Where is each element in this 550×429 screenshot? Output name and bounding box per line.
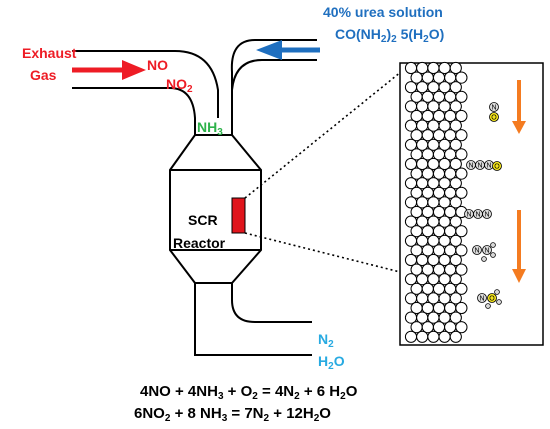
hydrogen-atom — [490, 242, 496, 248]
nitrogen-atom-symbol: N — [466, 212, 471, 219]
catalyst-sphere — [427, 330, 440, 343]
hydrogen-atom — [496, 299, 502, 305]
nitrogen-atom: N — [473, 209, 483, 219]
urea-solution-label: 40% urea solution — [323, 4, 443, 20]
nitrogen-atom-symbol: N — [477, 163, 482, 170]
nitrogen-atom: N — [466, 160, 476, 170]
nitrogen-atom-symbol: N — [486, 163, 491, 170]
nitrogen-atom-symbol: N — [474, 248, 479, 255]
catalyst-sphere-wall — [404, 61, 468, 343]
catalyst-sphere — [449, 215, 462, 228]
nitrogen-atom-symbol: N — [479, 296, 484, 303]
catalyst-sphere — [449, 292, 462, 305]
catalyst-sphere — [449, 177, 462, 190]
exhaust-label-line2: Gas — [30, 67, 57, 83]
catalyst-sphere — [455, 282, 468, 295]
catalyst-sphere — [449, 100, 462, 113]
catalyst-sphere — [449, 157, 462, 171]
catalyst-sphere — [404, 330, 418, 343]
exhaust-label-line1: Exhaust — [22, 45, 77, 61]
exhaust-pipe-lower-wall — [72, 87, 196, 135]
pipe-network — [72, 39, 317, 356]
nitrogen-atom-symbol: N — [484, 248, 489, 255]
nitrogen-atom-symbol: N — [491, 105, 496, 112]
urea-formula-label: CO(NH2)2 5(H2O) — [335, 26, 444, 45]
catalyst-sphere — [455, 90, 468, 103]
nitrogen-atom: N — [489, 102, 499, 112]
reactor-housing — [169, 134, 262, 284]
catalyst-sphere — [449, 138, 462, 151]
nitrogen-atom: N — [464, 209, 474, 219]
nitrogen-atom: N — [484, 160, 494, 170]
urea-pipe-lower-wall — [231, 59, 317, 91]
catalyst-sphere — [455, 225, 468, 238]
catalyst-sphere — [449, 119, 462, 132]
oxygen-atom: O — [489, 112, 499, 122]
urea-inflow-arrow — [256, 40, 320, 60]
catalyst-sphere — [438, 330, 451, 343]
nitrogen-atom: N — [482, 245, 492, 255]
nh3-label: NH3 — [197, 119, 223, 138]
catalyst-sphere — [449, 273, 462, 286]
zoom-callout-lines — [244, 62, 413, 276]
exhaust-inflow-arrow — [72, 60, 146, 80]
oxygen-atom-symbol: O — [494, 164, 500, 171]
catalyst-sphere — [455, 244, 468, 257]
scr-reactor-body — [169, 134, 262, 284]
catalyst-sphere — [455, 321, 468, 334]
nitrogen-atom-symbol: N — [468, 163, 473, 170]
catalyst-sphere — [455, 186, 468, 199]
no-label: NO — [147, 57, 168, 73]
catalyst-sphere — [455, 148, 468, 161]
zoom-line-top — [244, 62, 413, 199]
catalyst-sphere — [449, 196, 462, 209]
oxygen-atom: O — [492, 161, 502, 171]
hydrogen-atom — [490, 252, 496, 258]
catalyst-sphere — [449, 311, 462, 324]
nitrogen-atom: N — [475, 160, 485, 170]
catalyst-sphere — [449, 81, 462, 94]
catalyst-sphere — [449, 61, 462, 75]
oxygen-atom-symbol: O — [491, 115, 497, 122]
zoom-line-bottom — [244, 232, 413, 276]
catalyst-sphere — [449, 253, 462, 267]
nitrogen-atom: N — [472, 245, 482, 255]
catalyst-sphere — [416, 330, 429, 343]
reactor-section-marker — [231, 197, 246, 234]
catalyst-sphere — [455, 167, 468, 180]
hydrogen-atom — [481, 256, 487, 262]
flow-arrow-bottom — [512, 210, 526, 283]
nitrogen-atom: N — [477, 293, 487, 303]
oxygen-atom: O — [487, 293, 497, 303]
exhaust-pipe-upper-wall — [72, 50, 219, 118]
reactor-label-line1: SCR — [188, 212, 218, 228]
h2o-output-label: H2O — [318, 353, 345, 372]
n2-output-label: N2 — [318, 331, 334, 350]
catalyst-sphere — [455, 129, 468, 142]
reactor-label-line2: Reactor — [173, 235, 226, 251]
catalyst-sphere — [455, 71, 468, 84]
outlet-pipe-lower-wall — [194, 283, 312, 356]
nitrogen-atom-symbol: N — [484, 212, 489, 219]
reaction-equation-2: 6NO2 + 8 NH3 = 7N2 + 12H2O — [134, 405, 331, 424]
catalyst-sphere — [455, 263, 468, 276]
hydrogen-atom — [494, 289, 500, 295]
catalyst-sphere — [449, 330, 462, 343]
oxygen-atom-symbol: O — [489, 296, 495, 303]
catalyst-sphere — [455, 109, 468, 123]
outlet-pipe-upper-wall — [231, 283, 312, 323]
reaction-equation-1: 4NO + 4NH3 + O2 = 4N2 + 6 H2O — [140, 383, 358, 402]
nitrogen-atom-symbol: N — [475, 212, 480, 219]
nitrogen-atom: N — [482, 209, 492, 219]
no2-label: NO2 — [166, 76, 193, 95]
catalyst-sphere — [449, 234, 462, 247]
urea-pipe-upper-wall — [230, 39, 317, 150]
flow-arrow-top — [512, 80, 526, 134]
catalyst-sphere — [455, 301, 468, 315]
hydrogen-atom — [485, 303, 491, 309]
